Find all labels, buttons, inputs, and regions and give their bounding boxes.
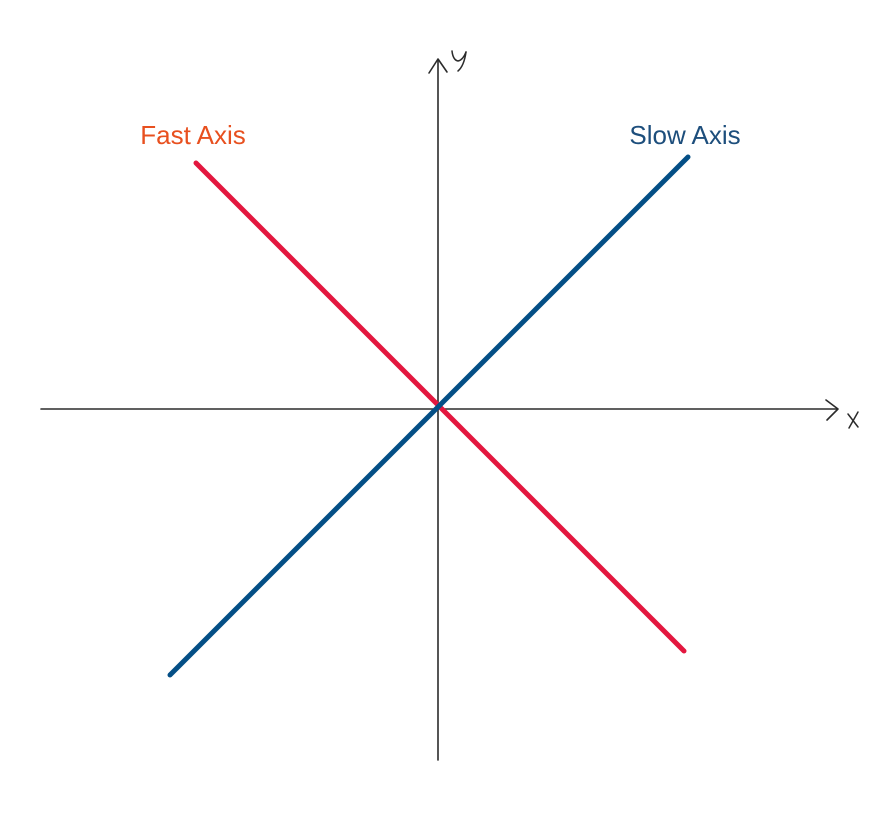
slow-axis-line <box>167 154 691 678</box>
x-axis-arrowhead <box>825 399 839 421</box>
y-axis-arrowhead <box>428 58 448 74</box>
y-axis-letter <box>451 50 467 72</box>
fast-axis-label: Fast Axis <box>140 120 245 150</box>
x-axis-letter <box>847 411 859 429</box>
slow-axis-label: Slow Axis <box>629 120 740 150</box>
